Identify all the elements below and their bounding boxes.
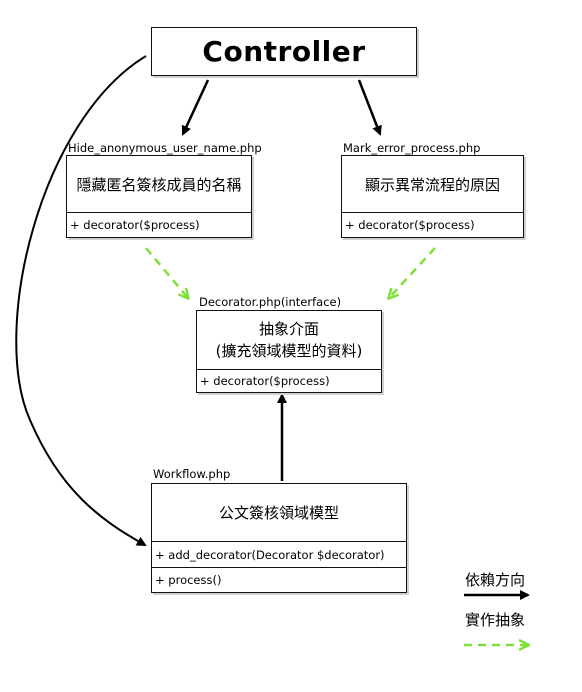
dependency-arrow-controller-to-hide bbox=[181, 79, 210, 136]
controller-node: Controller bbox=[151, 27, 417, 76]
workflow-filename: Workflow.php bbox=[153, 467, 231, 481]
controller-label: Controller bbox=[202, 35, 366, 68]
decorator-title-line2: (擴充領域模型的資料) bbox=[215, 342, 363, 360]
dependency-arrow-controller-to-workflow bbox=[15, 55, 147, 546]
hide-anonymous-class: 隱藏匿名簽核成員的名稱 + decorator($process) bbox=[66, 155, 252, 238]
decorator-method: + decorator($process) bbox=[197, 369, 381, 392]
workflow-class: 公文簽核領域模型 + add_decorator(Decorator $deco… bbox=[151, 483, 407, 593]
legend-implementation-label: 實作抽象 bbox=[465, 611, 526, 629]
decorator-filename: Decorator.php(interface) bbox=[199, 295, 342, 309]
mark-error-filename: Mark_error_process.php bbox=[343, 141, 481, 155]
decorator-title: 抽象介面 (擴充領域模型的資料) bbox=[197, 311, 381, 369]
workflow-title: 公文簽核領域模型 bbox=[218, 504, 339, 522]
implementation-arrow-mark-to-decorator bbox=[389, 247, 436, 298]
decorator-title-line1: 抽象介面 bbox=[258, 320, 319, 338]
dependency-arrow-controller-to-mark bbox=[357, 79, 382, 136]
mark-error-class: 顯示異常流程的原因 + decorator($process) bbox=[341, 155, 524, 238]
hide-anonymous-title: 隱藏匿名簽核成員的名稱 bbox=[76, 175, 242, 194]
hide-anonymous-filename: Hide_anonymous_user_name.php bbox=[68, 141, 262, 155]
workflow-method-add-decorator: + add_decorator(Decorator $decorator) bbox=[152, 541, 406, 567]
mark-error-title: 顯示異常流程的原因 bbox=[364, 175, 500, 194]
workflow-method-process: + process() bbox=[152, 567, 406, 592]
hide-anonymous-method: + decorator($process) bbox=[67, 212, 251, 237]
mark-error-method: + decorator($process) bbox=[342, 212, 523, 237]
legend-dependency-label: 依賴方向 bbox=[465, 571, 526, 589]
decorator-interface: 抽象介面 (擴充領域模型的資料) + decorator($process) bbox=[196, 310, 382, 393]
implementation-arrow-hide-to-decorator bbox=[145, 247, 188, 298]
